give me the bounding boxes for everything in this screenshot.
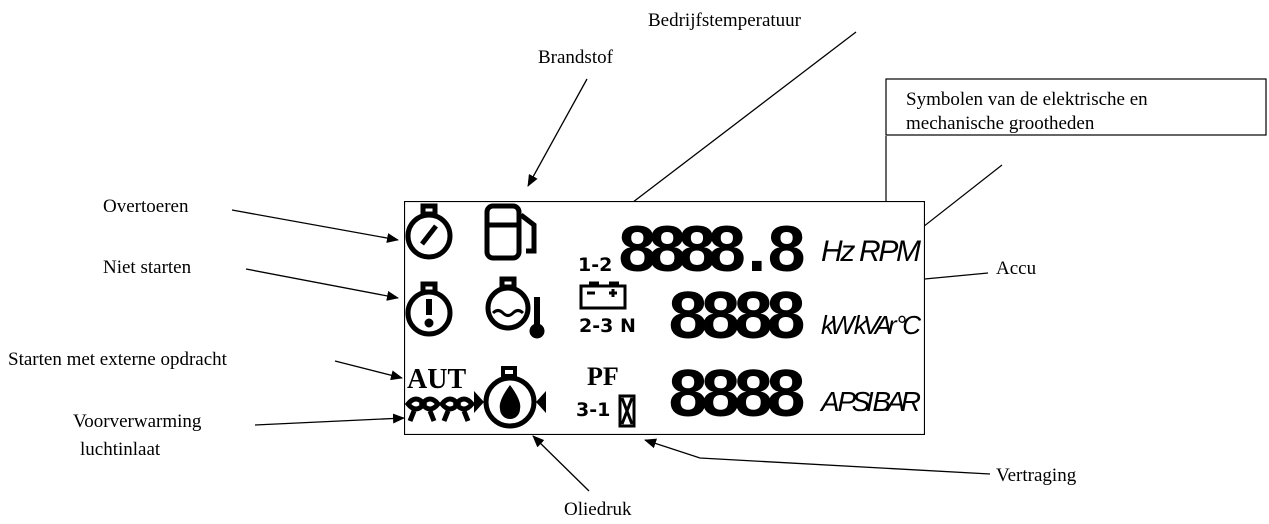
- oliedruk-arrow: [532, 435, 590, 492]
- battery-icon: [579, 281, 627, 310]
- phase-1-2-indicator: 1-2: [578, 254, 612, 276]
- phase-3-1-indicator: 3-1: [576, 399, 610, 421]
- preheat-icon: [404, 396, 476, 422]
- oliedruk-label: Oliedruk: [564, 499, 632, 520]
- symbolen-label: Symbolen van de elektrische en mechanisc…: [906, 86, 1148, 138]
- vertraging-arrow: [644, 438, 991, 475]
- row3-digits: 8888: [667, 359, 807, 435]
- voorverwarming-arrow: [254, 413, 405, 426]
- bedrijfstemperatuur-label: Bedrijfstemperatuur: [648, 10, 802, 31]
- row2-units: kW kVAr °C: [821, 310, 921, 340]
- brandstof-arrow: [527, 78, 588, 187]
- niet-starten-arrow: [245, 268, 399, 301]
- row2-digits: 8888: [667, 281, 807, 360]
- aut-indicator: AUT: [407, 364, 466, 395]
- row1-units: Hz RPM: [821, 235, 921, 268]
- overtoeren-arrow: [231, 209, 399, 243]
- no-start-icon: [405, 281, 453, 337]
- niet-starten-label: Niet starten: [103, 257, 192, 278]
- overtoeren-label: Overtoeren: [103, 196, 189, 217]
- starten-extern-arrow: [334, 360, 403, 381]
- phase-2-3-n-indicator: 2-3 N: [579, 315, 636, 337]
- voorverwarming-label-line2: luchtinlaat: [80, 439, 161, 460]
- row1-digits: 8888.8: [617, 215, 807, 292]
- symbolen-label-line2: mechanische grootheden: [906, 113, 1095, 134]
- row3-units: A PSI BAR: [819, 386, 921, 417]
- overspeed-icon: [405, 203, 453, 260]
- vertraging-label: Vertraging: [996, 465, 1077, 486]
- temperature-icon: [485, 276, 545, 339]
- oil-pressure-icon: [474, 366, 546, 429]
- lcd-display: 1-2 8888.8 Hz RPM 2-3 N 8888 kW kVAr °C …: [404, 201, 925, 435]
- fuel-icon: [484, 203, 537, 261]
- starten-extern-label: Starten met externe opdracht: [8, 349, 227, 370]
- pf-indicator: PF: [587, 362, 619, 391]
- voorverwarming-label-line1: Voorverwarming: [73, 411, 202, 432]
- brandstof-label: Brandstof: [538, 47, 613, 68]
- delay-icon: [618, 394, 636, 428]
- symbolen-label-line1: Symbolen van de elektrische en: [906, 89, 1148, 110]
- accu-label: Accu: [996, 258, 1037, 279]
